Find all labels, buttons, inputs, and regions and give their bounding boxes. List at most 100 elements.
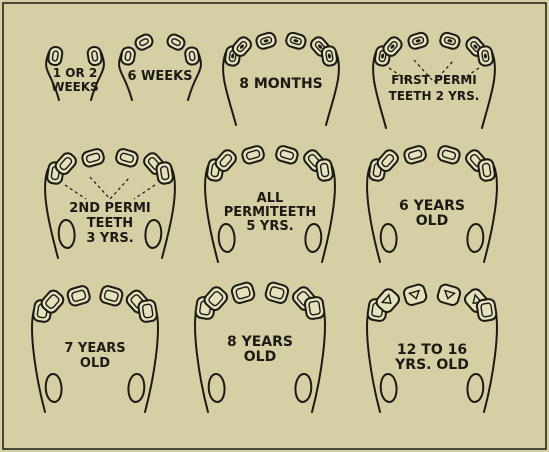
right-palate-oval: [305, 224, 321, 252]
tooth: [407, 31, 429, 50]
left-palate-oval: [59, 220, 75, 248]
right-palate-oval: [295, 374, 311, 402]
dashed-guide: [134, 185, 155, 199]
tooth-crown: [403, 283, 428, 306]
tooth: [66, 285, 91, 307]
tooth-crown: [99, 285, 124, 307]
panel-label-line: 5 YRS.: [246, 219, 293, 234]
tooth: [231, 281, 256, 304]
panel-label-line: TEETH: [87, 216, 133, 231]
tooth-crown: [264, 281, 289, 304]
panel-label-line: 1 OR 2: [53, 66, 98, 80]
panel-label-line: OLD: [244, 349, 276, 365]
tooth: [285, 31, 307, 50]
tooth-crown: [476, 298, 497, 322]
tooth: [241, 145, 265, 165]
panel-first-permi-teeth-2-yrs: FIRST PERMI TEETH 2 YRS.: [373, 31, 495, 128]
tooth-crown: [156, 161, 174, 184]
left-palate-oval: [209, 374, 225, 402]
tooth: [439, 31, 461, 50]
tooth-crown: [304, 296, 325, 320]
tooth: [115, 148, 139, 168]
tooth: [99, 285, 124, 307]
tooth: [476, 298, 497, 322]
tooth-crown: [478, 158, 496, 181]
tooth: [87, 46, 103, 66]
panel-label-line: 8 YEARS: [227, 334, 293, 350]
panel-label-line: 8 MONTHS: [239, 76, 323, 92]
tooth-crown: [138, 299, 158, 322]
tooth-crown: [316, 158, 334, 181]
right-palate-oval: [128, 374, 144, 402]
panel-label-line: 7 YEARS: [64, 341, 125, 356]
panel-label-line: 3 YRS.: [86, 231, 133, 246]
left-palate-oval: [219, 224, 235, 252]
panel-6-weeks: 6 WEEKS: [119, 32, 201, 100]
panels-layer: 1 OR 2WEEKS 6 WEEKS 8 MONTHS FIRST PERMI TEE…: [32, 31, 497, 412]
tooth-crown: [47, 46, 63, 66]
tooth: [184, 47, 199, 66]
tooth: [133, 32, 154, 51]
tooth-crown: [165, 32, 186, 51]
tooth-crown: [66, 285, 91, 307]
dashed-guide: [65, 185, 86, 199]
left-palate-oval: [381, 224, 397, 252]
tooth: [255, 31, 277, 50]
panel-label-line: OLD: [80, 356, 110, 371]
tooth-crown: [241, 145, 265, 165]
panel-all-permiteeth-5-yrs: ALLPERMITEETH5 YRS.: [205, 145, 335, 262]
tooth: [120, 47, 135, 66]
panel-label-line: 6 WEEKS: [127, 69, 192, 84]
tooth: [138, 299, 158, 322]
panel-label-line: 2ND PERMI: [69, 201, 150, 216]
tooth-crown: [275, 145, 299, 165]
tooth-crown: [87, 46, 103, 66]
panel-8-months: 8 MONTHS: [223, 31, 339, 125]
panel-label-line: 6 YEARS: [399, 198, 465, 214]
tooth-crown: [436, 283, 461, 306]
tooth: [304, 296, 325, 320]
panel-label-line: PERMITEETH: [224, 205, 317, 220]
tooth-crown: [437, 145, 461, 165]
tooth: [81, 148, 105, 168]
panel-label-line: YRS. OLD: [394, 357, 469, 373]
right-palate-oval: [467, 374, 483, 402]
panel-12-to-16-yrs-old: 12 TO 16YRS. OLD: [367, 283, 497, 412]
tooth: [316, 158, 334, 181]
panel-label-line: OLD: [416, 213, 448, 229]
tooth-crown: [120, 47, 135, 66]
tooth: [264, 281, 289, 304]
tooth: [436, 283, 461, 306]
tooth: [477, 46, 494, 67]
panel-label-line: FIRST PERMI: [391, 73, 477, 87]
tooth: [478, 158, 496, 181]
tooth-crown: [115, 148, 139, 168]
tooth-crown: [231, 281, 256, 304]
tooth: [403, 283, 428, 306]
tooth-crown: [403, 145, 427, 165]
panel-label-line: ALL: [257, 191, 284, 206]
dashed-guide: [90, 177, 130, 199]
tooth: [47, 46, 63, 66]
tooth: [165, 32, 186, 51]
panel-6-years-old: 6 YEARSOLD: [367, 145, 497, 262]
tooth: [403, 145, 427, 165]
tooth-crown: [133, 32, 154, 51]
panel-1-or-2-weeks: 1 OR 2WEEKS: [46, 46, 104, 100]
panel-2nd-permi-teeth-3-yrs: 2ND PERMITEETH3 YRS.: [45, 148, 175, 258]
tooth: [156, 161, 174, 184]
panel-label-line: WEEKS: [51, 80, 99, 94]
left-palate-oval: [381, 374, 397, 402]
tooth-crown: [81, 148, 105, 168]
panel-label-line: TEETH 2 YRS.: [389, 89, 480, 103]
tooth: [437, 145, 461, 165]
panel-label-line: 12 TO 16: [397, 342, 467, 358]
right-palate-oval: [145, 220, 161, 248]
left-palate-oval: [46, 374, 62, 402]
panel-7-years-old: 7 YEARSOLD: [32, 285, 158, 412]
panel-8-years-old: 8 YEARSOLD: [195, 281, 325, 412]
tooth: [275, 145, 299, 165]
right-palate-oval: [467, 224, 483, 252]
